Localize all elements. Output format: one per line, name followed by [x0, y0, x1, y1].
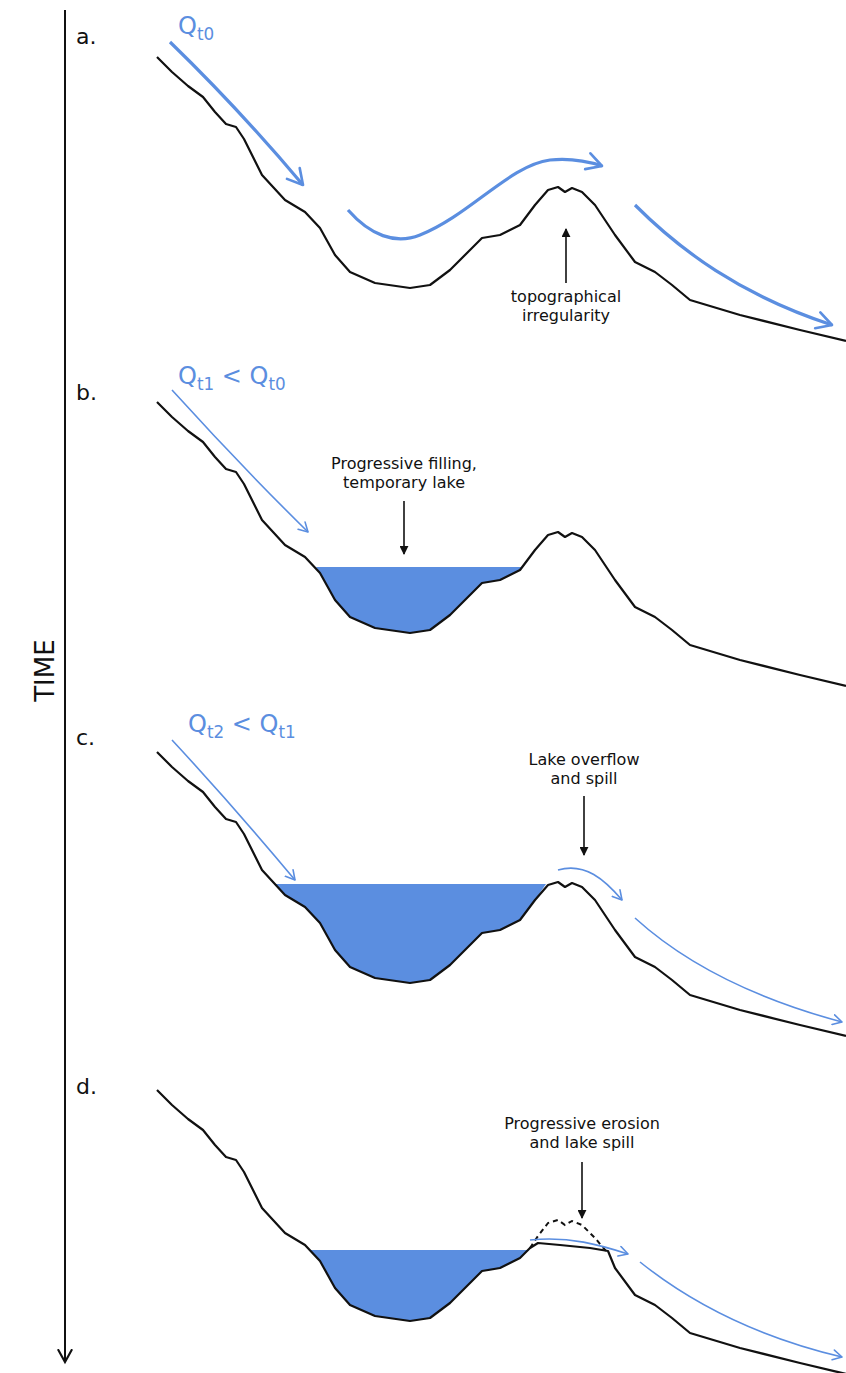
flow-arrow — [170, 42, 303, 185]
leader-arrow — [583, 796, 585, 855]
lake — [275, 884, 546, 983]
former-crest — [530, 1220, 606, 1251]
discharge-label: Qt0 — [178, 12, 214, 41]
panel-letter: b. — [76, 380, 97, 406]
callout-text: Lake overflow and spill — [514, 750, 654, 788]
terrain-profile — [157, 402, 846, 686]
spill-arrow — [558, 868, 622, 900]
callout-text: Progressive filling, temporary lake — [299, 454, 509, 492]
flow-arrow — [172, 390, 308, 532]
callout-text: Progressive erosion and lake spill — [487, 1114, 677, 1152]
flow-arrow — [348, 159, 602, 238]
flow-arrow — [172, 740, 295, 880]
spill-arrow — [530, 1239, 628, 1254]
discharge-label: Qt2 < Qt1 — [188, 710, 296, 739]
panel-letter: c. — [76, 725, 95, 751]
flow-arrow — [635, 918, 842, 1022]
panel-letter: d. — [76, 1074, 97, 1100]
leader-arrow — [565, 229, 567, 283]
time-axis — [64, 10, 66, 1362]
axis-label: TIME — [30, 639, 61, 701]
panel-letter: a. — [76, 24, 96, 50]
discharge-label: Qt1 < Qt0 — [178, 362, 286, 391]
leader-arrow — [581, 1162, 583, 1218]
flow-arrow — [640, 1262, 842, 1357]
flow-arrow — [635, 205, 832, 325]
eroded-terrain-profile — [157, 1090, 846, 1373]
terrain-profile — [157, 57, 846, 341]
terrain-profile — [157, 752, 846, 1036]
lake — [310, 1250, 528, 1321]
lake — [316, 567, 523, 633]
leader-arrow — [403, 501, 405, 554]
callout-text: topographical irregularity — [486, 287, 646, 325]
